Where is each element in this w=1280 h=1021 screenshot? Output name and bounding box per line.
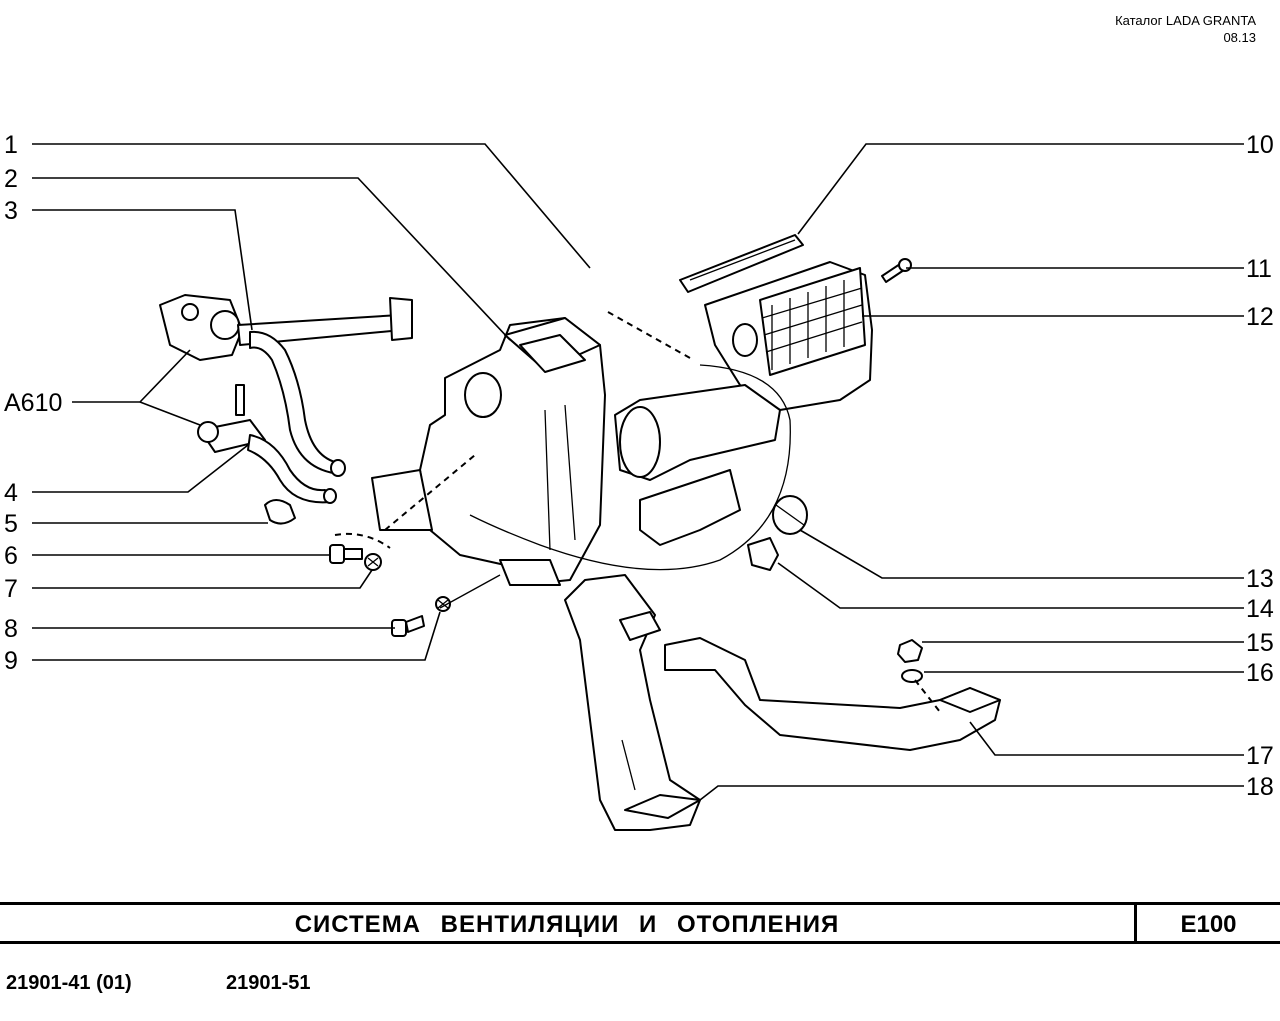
screws-and-washers: [329, 544, 451, 637]
exploded-diagram: 1 2 3 A610 4 5 6 7 8 9 10 11 12 13 14 15…: [4, 131, 1274, 831]
callout-labels: 1 2 3 A610 4 5 6 7 8 9 10 11 12 13 14 15…: [4, 131, 1274, 801]
callout-4: 4: [4, 479, 18, 507]
callout-6: 6: [4, 542, 18, 570]
callout-14: 14: [1246, 595, 1274, 623]
floor-duct-17: [664, 637, 1001, 751]
nut-and-washer: [897, 639, 923, 683]
section-code: E100: [1180, 911, 1237, 938]
catalog-name: Каталог LADA GRANTA: [1115, 13, 1256, 28]
model-code-a: 21901-41 (01): [6, 972, 132, 994]
catalog-date: 08.13: [1223, 30, 1256, 45]
callout-16: 16: [1246, 659, 1274, 687]
callout-12: 12: [1246, 303, 1274, 331]
callout-9: 9: [4, 647, 18, 675]
parts-drawing: [159, 234, 1001, 831]
callout-10: 10: [1246, 131, 1274, 159]
callout-5: 5: [4, 510, 18, 538]
assembly-arrows: [334, 311, 941, 713]
section-title: СИСТЕМА ВЕНТИЛЯЦИИ И ОТОПЛЕНИЯ: [294, 911, 840, 938]
title-divider: [1134, 905, 1137, 941]
catalog-header: Каталог LADA GRANTA 08.13: [1115, 12, 1256, 46]
leader-lines: [32, 143, 1244, 801]
callout-17: 17: [1246, 742, 1274, 770]
heater-pipe: [159, 294, 413, 453]
callout-11: 11: [1246, 255, 1272, 283]
model-code-b: 21901-51: [226, 972, 311, 994]
floor-duct-18: [564, 574, 701, 831]
callout-18: 18: [1246, 773, 1274, 801]
blower-unit: [704, 261, 873, 411]
callout-1: 1: [4, 131, 18, 159]
callout-13: 13: [1246, 565, 1274, 593]
callout-3: 3: [4, 197, 18, 225]
callout-7: 7: [4, 575, 18, 603]
control-knobs: [747, 495, 808, 571]
screw-11: [881, 258, 912, 283]
hoses: [247, 330, 346, 504]
hose-clamp: [264, 499, 296, 525]
heater-housing: [371, 317, 606, 586]
callout-a610: A610: [4, 389, 62, 417]
cabin-filter: [679, 234, 804, 293]
callout-8: 8: [4, 615, 18, 643]
callout-15: 15: [1246, 629, 1274, 657]
callout-2: 2: [4, 165, 18, 193]
air-duct-connector: [469, 364, 791, 571]
title-block: СИСТЕМА ВЕНТИЛЯЦИИ И ОТОПЛЕНИЯ E100: [0, 902, 1280, 944]
